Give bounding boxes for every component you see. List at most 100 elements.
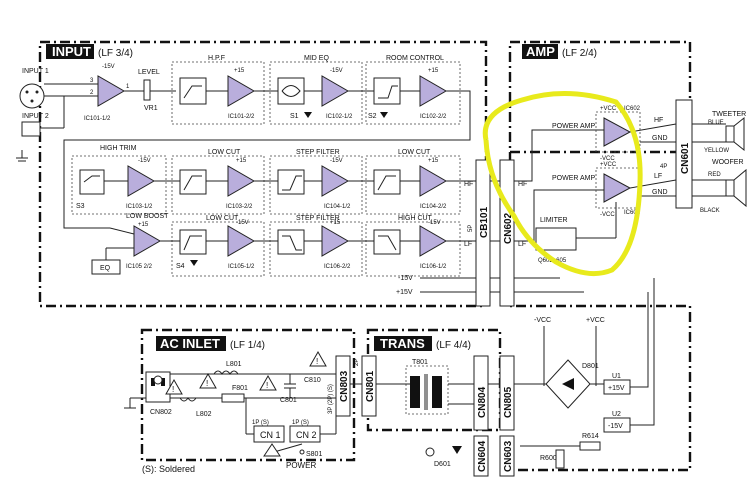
svg-text:HF: HF — [654, 117, 663, 124]
limiter-label: LIMITER — [540, 217, 568, 224]
svg-text:+15: +15 — [138, 222, 149, 228]
c801-label: C801 — [280, 397, 297, 404]
xlr-input-jack — [19, 83, 45, 109]
ic106-2-label: IC106-2/2 — [324, 264, 351, 270]
room-control-label: ROOM CONTROL — [386, 55, 444, 62]
blue-wire-label: BLUE — [708, 120, 724, 126]
connector-cb101 — [475, 159, 491, 307]
step-filter-1-filter — [277, 169, 305, 195]
led-d601 — [452, 446, 462, 454]
step-filter-2-label: STEP FILTER — [296, 215, 340, 222]
d601-label: D601 — [434, 461, 451, 468]
warning-icon — [199, 372, 217, 389]
power-switch-label: POWER — [286, 461, 316, 470]
svg-text:-15V: -15V — [608, 423, 623, 430]
svg-text:LF: LF — [654, 173, 662, 180]
warning-icon — [309, 350, 327, 367]
svg-text:+15: +15 — [234, 68, 245, 74]
svg-text:-VCC: -VCC — [600, 156, 615, 162]
hpf-filter — [179, 77, 207, 105]
tweeter-speaker — [725, 125, 735, 143]
power-amp-ic601 — [603, 173, 632, 203]
opamp-ic101-2 — [227, 75, 256, 107]
switch-s2 — [380, 112, 388, 118]
cn804-label: CN804 — [477, 386, 488, 418]
ic106-1-label: IC106-1/2 — [420, 264, 447, 270]
low-cut-1-label: LOW CUT — [208, 149, 241, 156]
woofer-speaker — [725, 179, 735, 197]
hpf-block — [171, 61, 265, 125]
opamp-ic105-2 — [133, 225, 162, 257]
connector-cn805 — [499, 355, 515, 431]
input-header: INPUT — [52, 44, 91, 59]
low-cut-3-filter — [179, 229, 207, 255]
opamp-ic104-1 — [321, 165, 350, 197]
cn805-label: CN805 — [503, 386, 514, 418]
svg-text:!: ! — [266, 381, 268, 390]
cn601-label: CN601 — [680, 142, 691, 174]
tweeter-label: TWEETER — [712, 111, 746, 118]
xlr-pin — [30, 99, 34, 103]
vr1-label: VR1 — [144, 105, 158, 112]
high-trim-label: HIGH TRIM — [100, 145, 137, 152]
s4-label: S4 — [176, 263, 185, 270]
svg-text:4P: 4P — [660, 164, 667, 170]
phone-input-jack — [21, 121, 41, 137]
t801-label: T801 — [412, 359, 428, 366]
ground-icon — [153, 375, 163, 385]
trans-ref: (LF 4/4) — [436, 340, 471, 351]
opamp-ic101-1 — [97, 75, 126, 107]
ic105-2-label: IC105 2/2 — [126, 264, 153, 270]
ic103-1-label: IC103-1/2 — [126, 204, 153, 210]
svg-text:+VCC: +VCC — [600, 162, 617, 168]
connector-cn604 — [473, 435, 489, 477]
inductor-l802 — [179, 397, 197, 402]
connector-cn803 — [335, 355, 351, 417]
cb101-label: CB101 — [479, 206, 490, 238]
xlr-pin — [25, 90, 29, 94]
r614-label: R614 — [582, 433, 599, 440]
ic104-2-label: IC104-2/2 — [420, 204, 447, 210]
cn802-label: CN802 — [150, 409, 172, 416]
svg-text:-15V: -15V — [330, 68, 343, 74]
svg-text:HF: HF — [518, 181, 527, 188]
svg-text:+VCC: +VCC — [600, 106, 617, 112]
room-control-filter — [373, 77, 401, 105]
transformer-primary — [410, 376, 420, 408]
svg-text:+15: +15 — [236, 158, 247, 164]
input-header-bg — [46, 44, 94, 59]
opamp-ic103-2 — [227, 165, 256, 197]
ac-inlet-ref: (LF 1/4) — [230, 340, 265, 351]
svg-text:5P: 5P — [468, 225, 474, 232]
l802-label: L802 — [196, 411, 212, 418]
ic602-block — [595, 111, 641, 153]
inductor-l801 — [213, 370, 239, 375]
svg-text:3P (2P) (S): 3P (2P) (S) — [328, 384, 334, 414]
opamp-ic106-1 — [419, 225, 448, 257]
opamp-ic105-1 — [227, 225, 256, 257]
ic101-1-label: IC101-1/2 — [84, 116, 111, 122]
svg-text:!: ! — [316, 357, 318, 366]
low-cut-1-filter — [179, 169, 207, 195]
svg-text:2P: 2P — [354, 359, 360, 366]
step-filter-2-block — [269, 221, 363, 277]
connector-cn801 — [361, 355, 377, 417]
low-cut-3-label: LOW CUT — [206, 215, 239, 222]
connector-cn601 — [675, 99, 693, 209]
svg-text:+15: +15 — [330, 220, 341, 226]
black-wire-label: BLACK — [700, 208, 720, 214]
switch-s4 — [190, 260, 198, 266]
opamp-ic102-1 — [321, 75, 350, 107]
svg-text:!: ! — [206, 379, 208, 388]
s801-label: S801 — [306, 451, 322, 458]
resistor-r614 — [579, 441, 601, 451]
warning-icon — [263, 443, 281, 457]
warning-icon — [165, 378, 183, 395]
mid-eq-label: MID EQ — [304, 55, 329, 62]
svg-text:-15V: -15V — [428, 220, 441, 226]
svg-text:-VCC: -VCC — [600, 212, 615, 218]
limiter-box — [535, 227, 577, 251]
woofer-label: WOOFER — [712, 159, 744, 166]
red-wire-label: RED — [708, 172, 721, 178]
